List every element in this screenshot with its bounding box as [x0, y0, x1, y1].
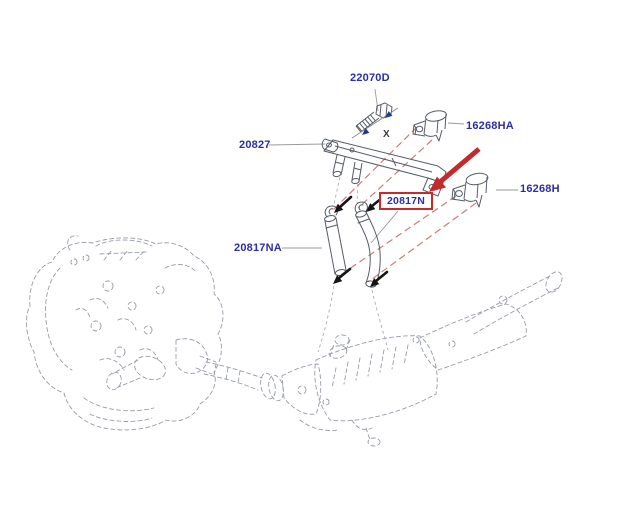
- label-bracket-20827[interactable]: 20827: [239, 139, 271, 151]
- highlight-box-20817n[interactable]: 20817N: [379, 192, 433, 210]
- label-clamp-16268h[interactable]: 16268H: [520, 183, 560, 195]
- highlight-part-number: 20817N: [387, 195, 425, 207]
- clamp-lower-drawing: [451, 172, 489, 208]
- label-clamp-16268ha[interactable]: 16268HA: [466, 120, 514, 132]
- bracket-drawing: [321, 138, 447, 197]
- red-arrowhead-icon: [429, 176, 446, 192]
- hose-left-drawing: [324, 205, 347, 276]
- black-arrow-icon: [334, 203, 344, 213]
- leader-lines: [268, 88, 518, 249]
- navy-arrow-icon: [385, 111, 393, 118]
- bolt-assembly-line: [351, 107, 399, 139]
- red-reference-lines: [332, 126, 477, 283]
- label-bolt-22070d[interactable]: 22070D: [350, 72, 390, 84]
- label-hose-20817na[interactable]: 20817NA: [234, 242, 282, 254]
- exhaust-ghost: [203, 271, 563, 447]
- ghost-connectors: [317, 176, 389, 353]
- black-arrow-icon: [333, 275, 343, 284]
- clamp-upper-drawing: [412, 110, 447, 142]
- x-position-marker: X: [383, 129, 390, 140]
- navy-arrow-icon: [362, 128, 370, 135]
- black-arrow-icon: [366, 203, 376, 212]
- engine-ghost: [26, 235, 224, 431]
- black-arrow-icon: [370, 278, 380, 287]
- highlight-red-arrow: [429, 147, 481, 192]
- black-arrows: [333, 195, 389, 287]
- hose-right-drawing: [354, 201, 381, 288]
